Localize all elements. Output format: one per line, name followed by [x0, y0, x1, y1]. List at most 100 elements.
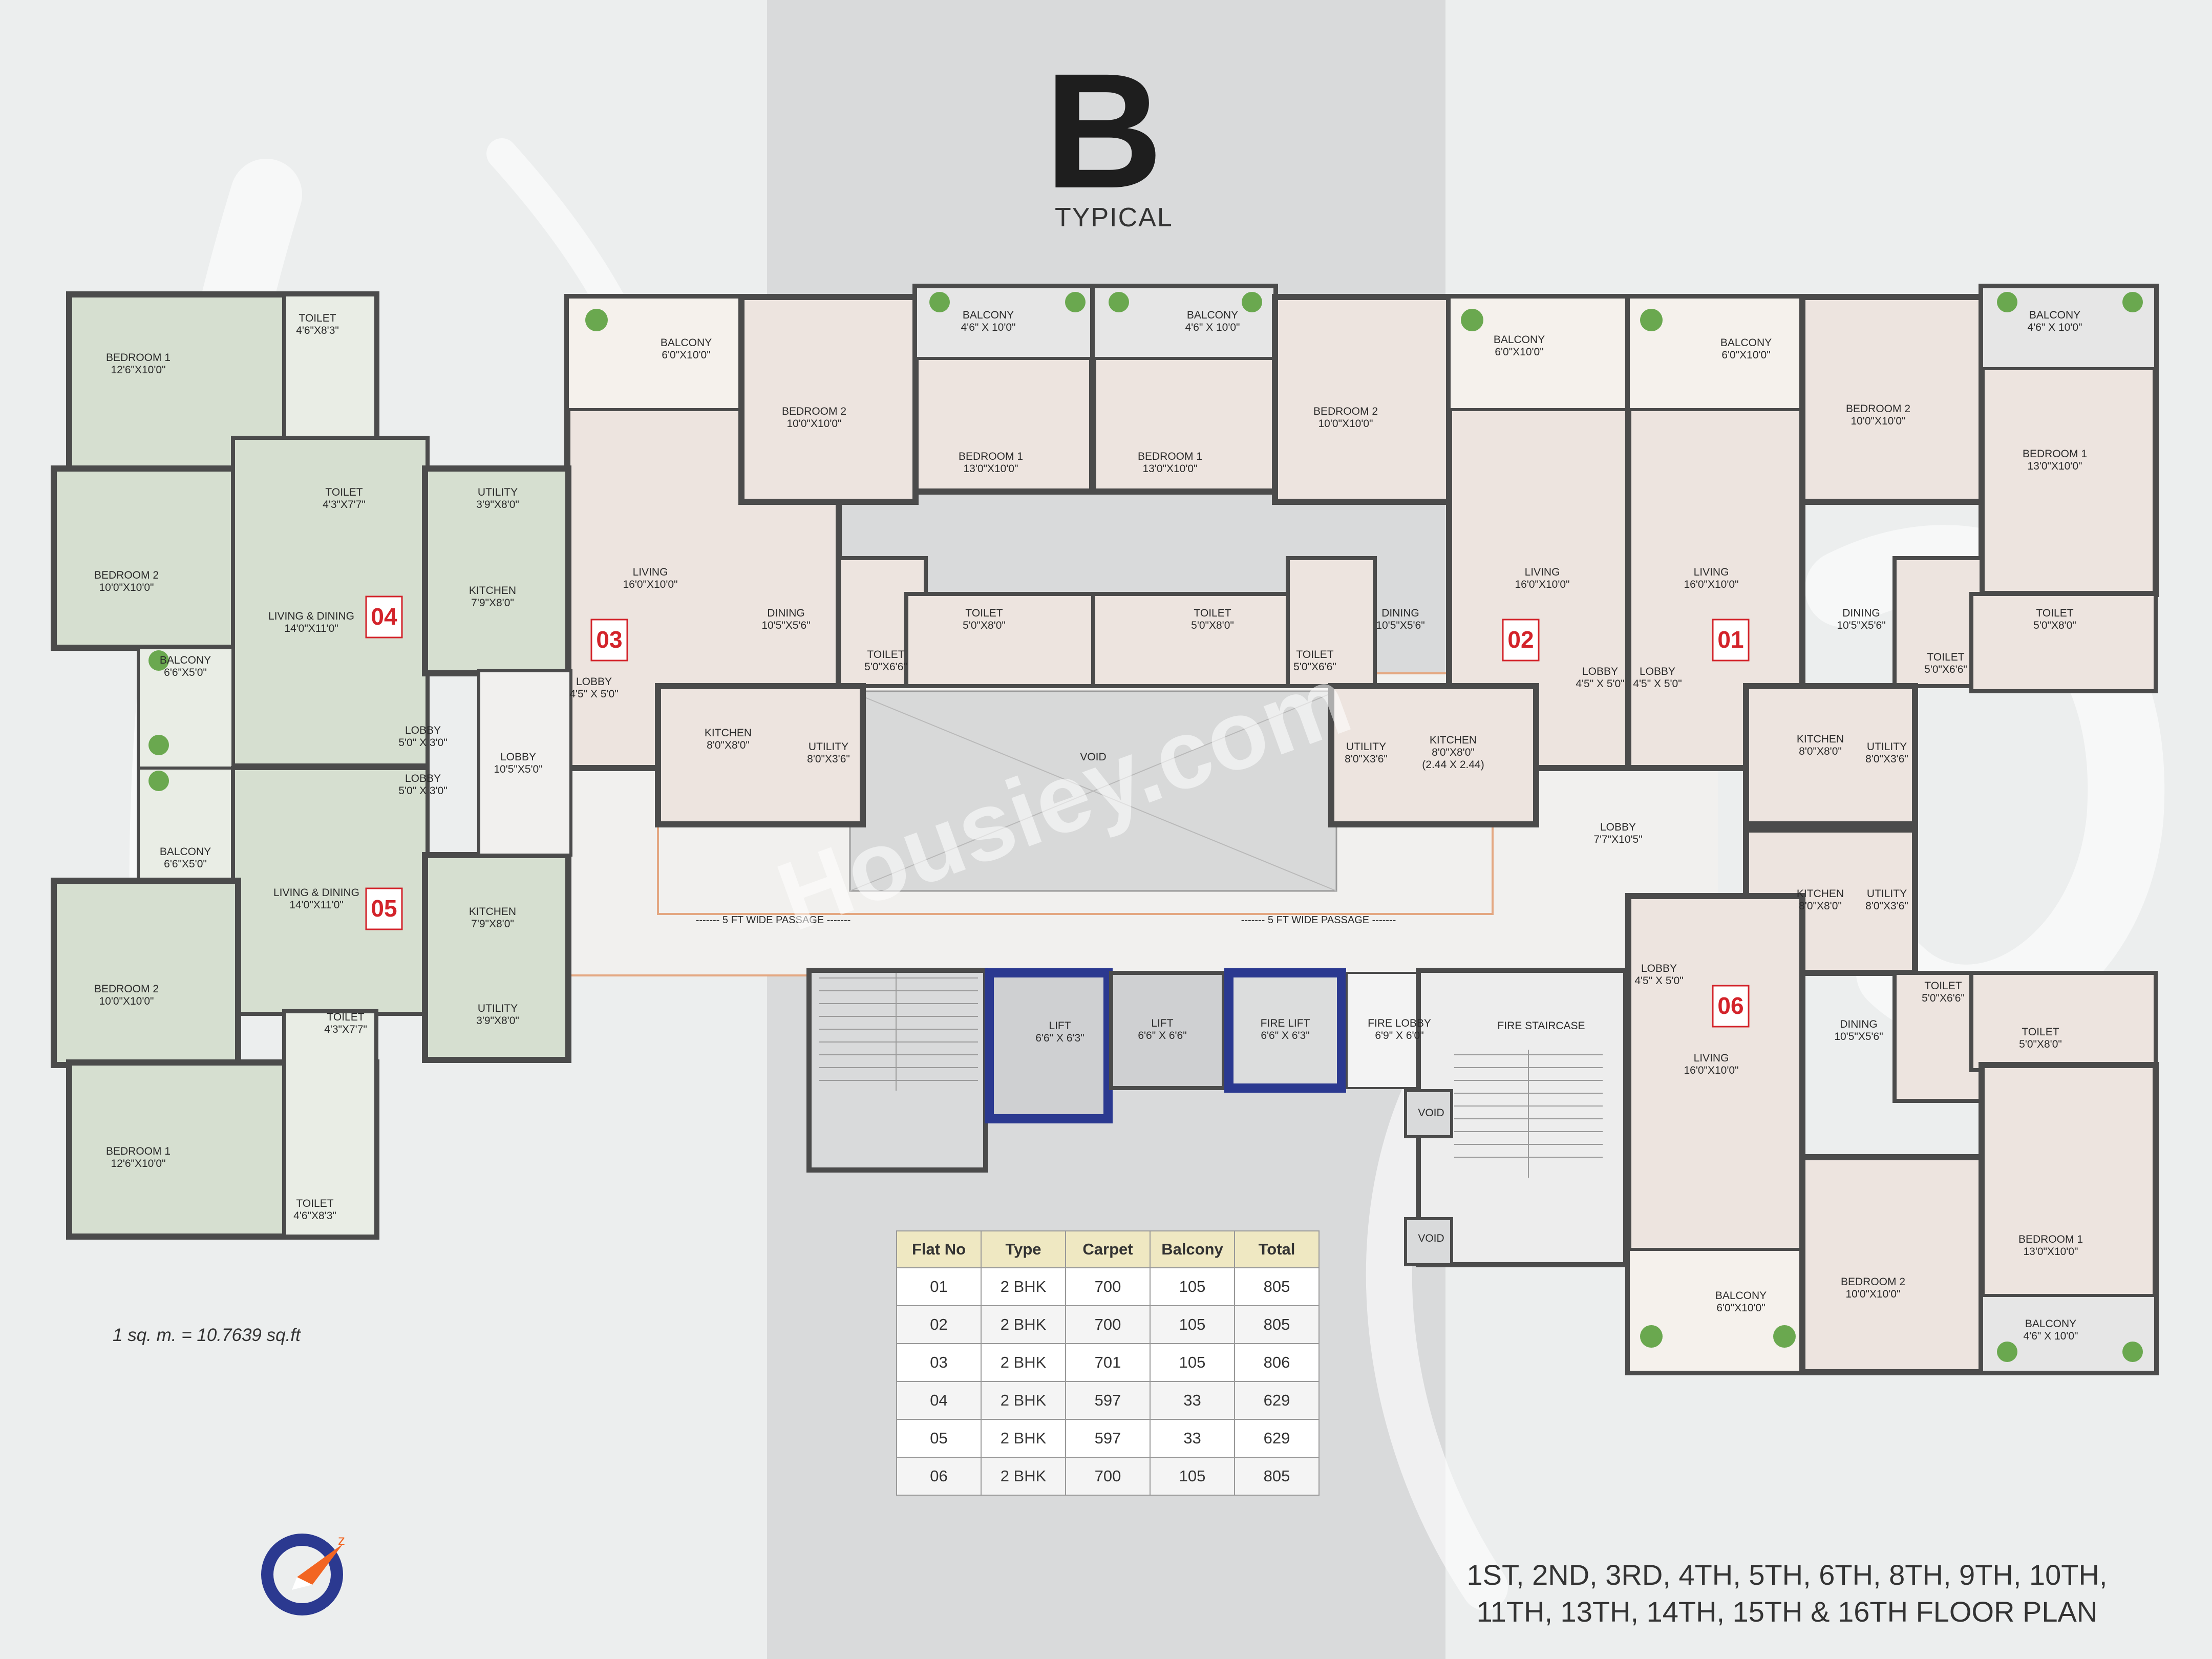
room-label-line: BEDROOM 2 [782, 406, 846, 417]
room-label-line: DINING [1840, 1018, 1878, 1030]
room-label-line: (2.44 X 2.44) [1422, 759, 1484, 771]
flat-04 [51, 291, 571, 772]
room-label-void-b: VOID [1418, 1232, 1444, 1244]
table-cell: 701 [1065, 1343, 1151, 1382]
room-label-line: 6'0"X10'0" [1495, 346, 1543, 358]
room-label-line: 4'3"X7'7" [323, 499, 366, 511]
room-label-passage-a: ------- 5 FT WIDE PASSAGE ------- [696, 914, 851, 926]
room-label-line: ------- 5 FT WIDE PASSAGE ------- [696, 914, 851, 926]
room-label-line: KITCHEN [1797, 733, 1844, 745]
svg-text:z: z [338, 1532, 345, 1548]
room-label-line: 6'6" X 6'3" [1261, 1030, 1309, 1041]
room-label-line: BEDROOM 2 [94, 983, 159, 995]
room-label-line: 7'9"X8'0" [471, 918, 514, 930]
room-label-line: TOILET [1296, 649, 1333, 661]
room-label-line: KITCHEN [705, 727, 752, 739]
table-cell: 2 BHK [981, 1419, 1066, 1458]
room-label-line: 4'6"X8'3" [293, 1210, 336, 1222]
room-label-line: VOID [1080, 751, 1106, 763]
room-label-line: 14'0"X11'0" [289, 899, 343, 911]
room-label-line: LIVING [1525, 566, 1560, 578]
table-cell: 597 [1065, 1419, 1151, 1458]
table-cell: 2 BHK [981, 1381, 1066, 1420]
room-label-line: 13'0"X10'0" [2027, 460, 2082, 472]
room-label-line: UTILITY [478, 486, 518, 498]
room-label-line: LOBBY [405, 773, 441, 784]
room-label-line: 8'0"X3'6" [1345, 753, 1388, 765]
room-label-line: 12'6"X10'0" [111, 1158, 165, 1169]
room-label-line: 10'5"X5'6" [1837, 620, 1885, 631]
room-label-line: 6'0"X10'0" [662, 349, 710, 361]
table-cell: 02 [896, 1305, 982, 1344]
room-label-line: 10'5"X5'0" [494, 763, 542, 775]
table-cell: 805 [1234, 1267, 1320, 1306]
room-label-line: 5'0"X6'6" [1293, 661, 1336, 673]
lift-2-shaft [1109, 971, 1226, 1090]
room-label-line: 10'0"X10'0" [99, 995, 154, 1007]
conversion-note: 1 sq. m. = 10.7639 sq.ft [113, 1325, 301, 1345]
room-label-line: BEDROOM 1 [106, 352, 171, 364]
room-label-line: 4'6" X 10'0" [2028, 322, 2082, 333]
room-label-line: 5'0"X6'6" [1922, 992, 1965, 1004]
room-label-line: ------- 5 FT WIDE PASSAGE ------- [1241, 914, 1396, 926]
room-label-line: UTILITY [478, 1003, 518, 1014]
table-cell: 105 [1150, 1343, 1235, 1382]
room-label-line: LIFT [1151, 1017, 1173, 1029]
room-label-line: TOILET [299, 312, 336, 324]
room-label-line: BALCONY [661, 337, 712, 349]
block-subtitle: TYPICAL [1055, 203, 1173, 232]
room-label-line: LIFT [1049, 1020, 1071, 1032]
room-label-line: 5'0"X8'0" [1191, 620, 1234, 631]
room-label-line: BEDROOM 1 [106, 1145, 171, 1157]
room-label-line: BEDROOM 2 [94, 569, 159, 581]
header-type: Type [981, 1230, 1066, 1268]
room-label-line: 16'0"X10'0" [1684, 1065, 1738, 1076]
room-label-line: TOILET [327, 1011, 364, 1023]
room-label-line: 4'6" X 10'0" [1185, 322, 1240, 333]
table-cell: 700 [1065, 1305, 1151, 1344]
room-label-line: TOILET [2022, 1026, 2059, 1038]
room-label-line: 10'5"X5'6" [1376, 620, 1424, 631]
table-cell: 04 [896, 1381, 982, 1420]
room-label-line: 12'6"X10'0" [111, 364, 165, 376]
room-label-line: TOILET [1194, 607, 1231, 619]
room-label-line: BEDROOM 1 [2023, 448, 2087, 460]
room-label-fire-staircase: FIRE STAIRCASE [1497, 1020, 1585, 1032]
room-label-line: 14'0"X11'0" [284, 623, 338, 634]
header-total: Total [1234, 1230, 1320, 1268]
